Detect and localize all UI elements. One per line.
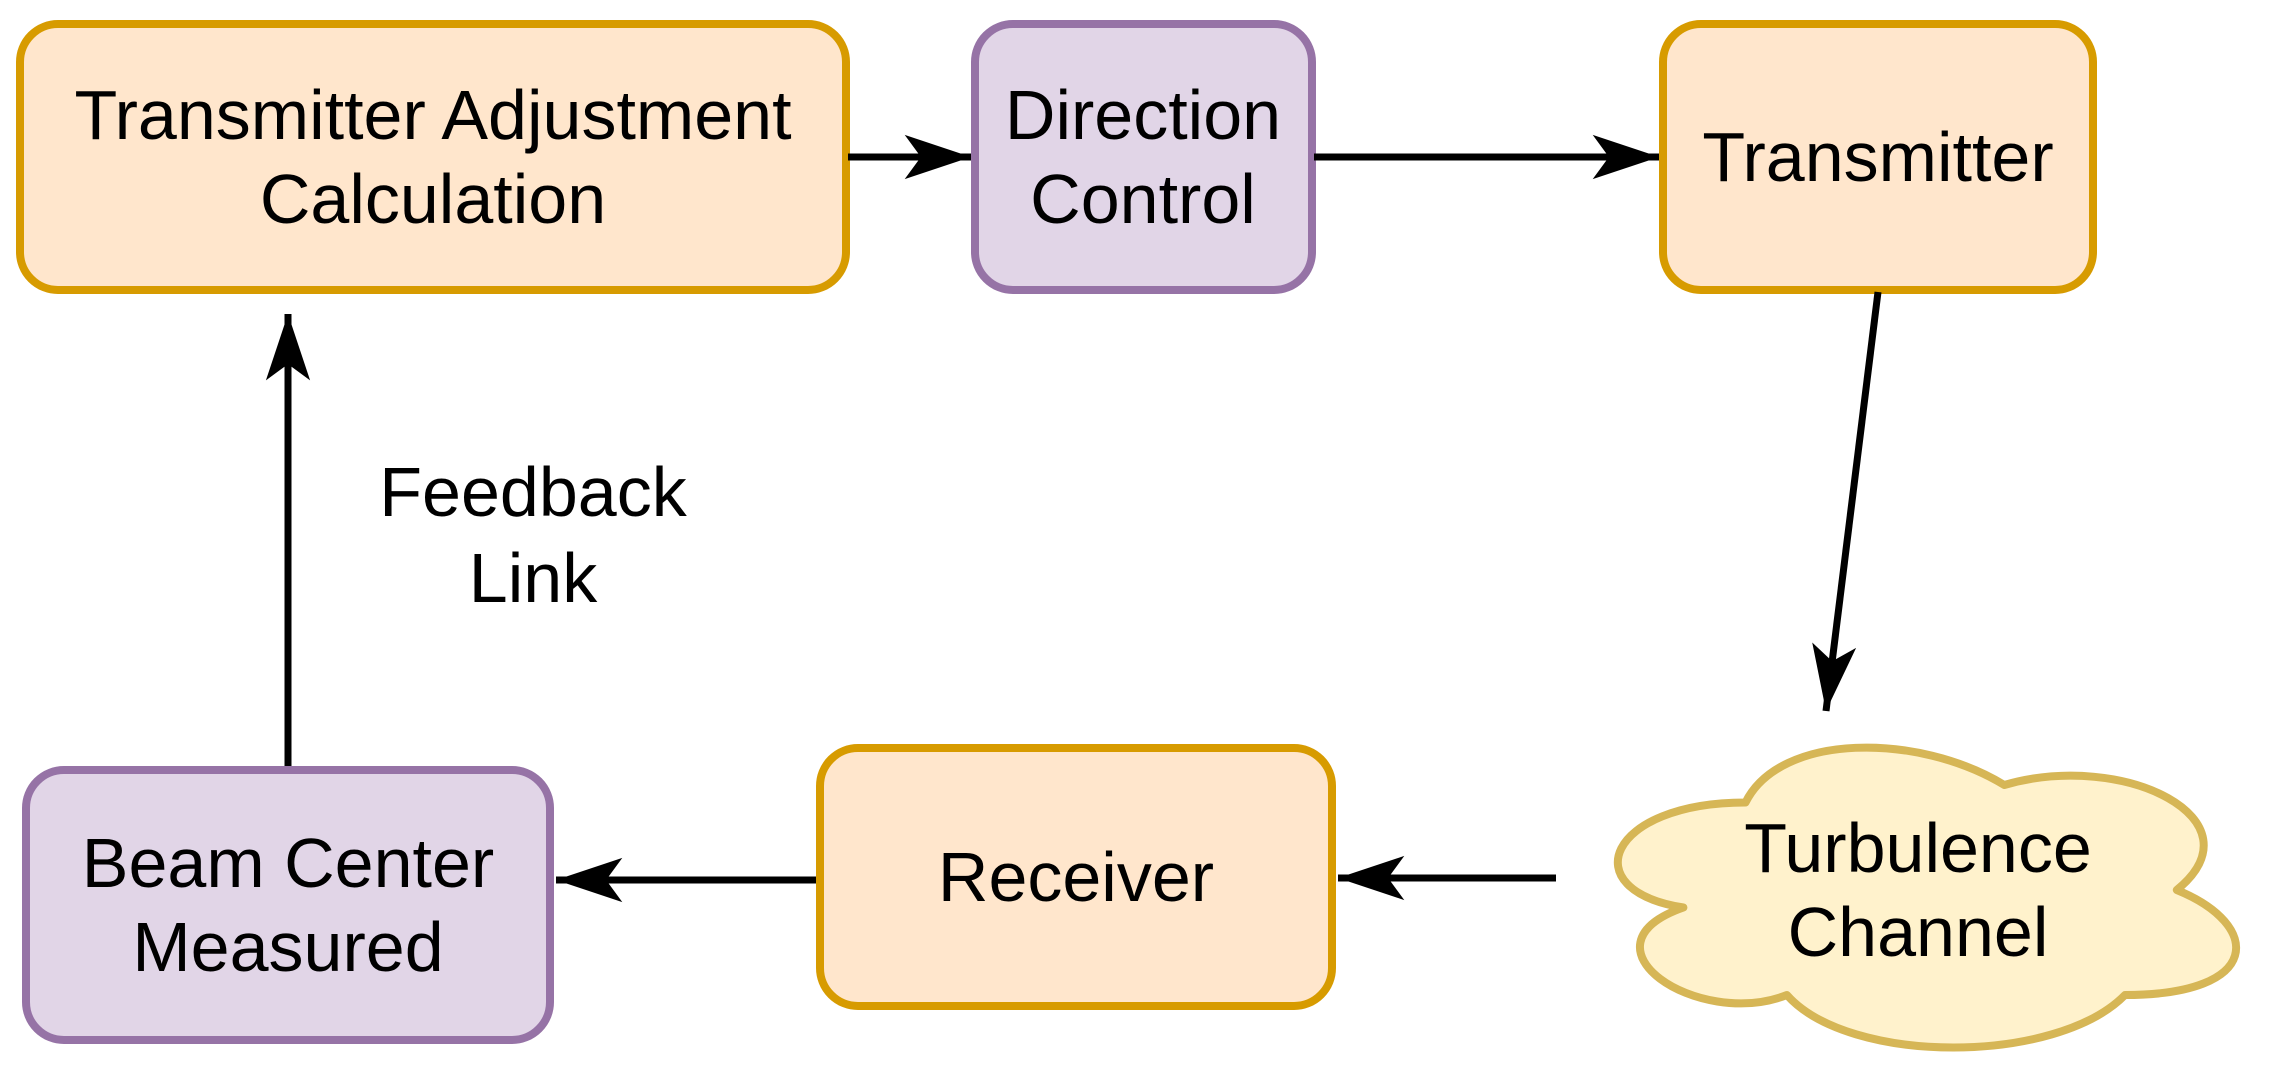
transmitter-box bbox=[1659, 20, 2097, 294]
node-receiver: Receiver bbox=[816, 744, 1336, 1010]
turbulence-channel-label-line1: Turbulence bbox=[1744, 809, 2092, 887]
node-transmitter: Transmitter bbox=[1659, 20, 2097, 294]
receiver-label: Receiver bbox=[938, 838, 1214, 916]
transmitter-label: Transmitter bbox=[1702, 118, 2053, 196]
transmitter-adjustment-calculation-box bbox=[16, 20, 850, 294]
transmitter-adjustment-calculation-label-line1: Transmitter Adjustment bbox=[74, 76, 791, 154]
feedback-link-label-line1: Feedback bbox=[379, 453, 687, 531]
beam-center-measured-box bbox=[22, 766, 554, 1044]
direction-control-label-line1: Direction bbox=[1005, 76, 1281, 154]
transmitter-adjustment-calculation-label-line2: Calculation bbox=[260, 160, 606, 238]
node-beam-center-measured: Beam Center Measured bbox=[22, 766, 554, 1044]
turbulence-channel-cloud-shape bbox=[1613, 743, 2241, 1052]
feedback-link-label: Feedback Link bbox=[379, 453, 687, 617]
turbulence-channel-label-line2: Channel bbox=[1788, 893, 2049, 971]
feedback-link-label-line2: Link bbox=[469, 539, 598, 617]
direction-control-label-line2: Control bbox=[1030, 160, 1256, 238]
edges bbox=[265, 134, 1882, 903]
node-direction-control: Direction Control bbox=[971, 20, 1316, 294]
node-turbulence-channel: Turbulence Channel bbox=[1613, 743, 2241, 1052]
beam-center-measured-label-line1: Beam Center bbox=[82, 824, 494, 902]
arrow-transmitter-to-turbulence-channel bbox=[1812, 291, 1882, 712]
node-transmitter-adjustment-calculation: Transmitter Adjustment Calculation bbox=[16, 20, 850, 294]
receiver-box bbox=[816, 744, 1336, 1010]
beam-center-measured-label-line2: Measured bbox=[132, 908, 443, 986]
direction-control-box bbox=[971, 20, 1316, 294]
